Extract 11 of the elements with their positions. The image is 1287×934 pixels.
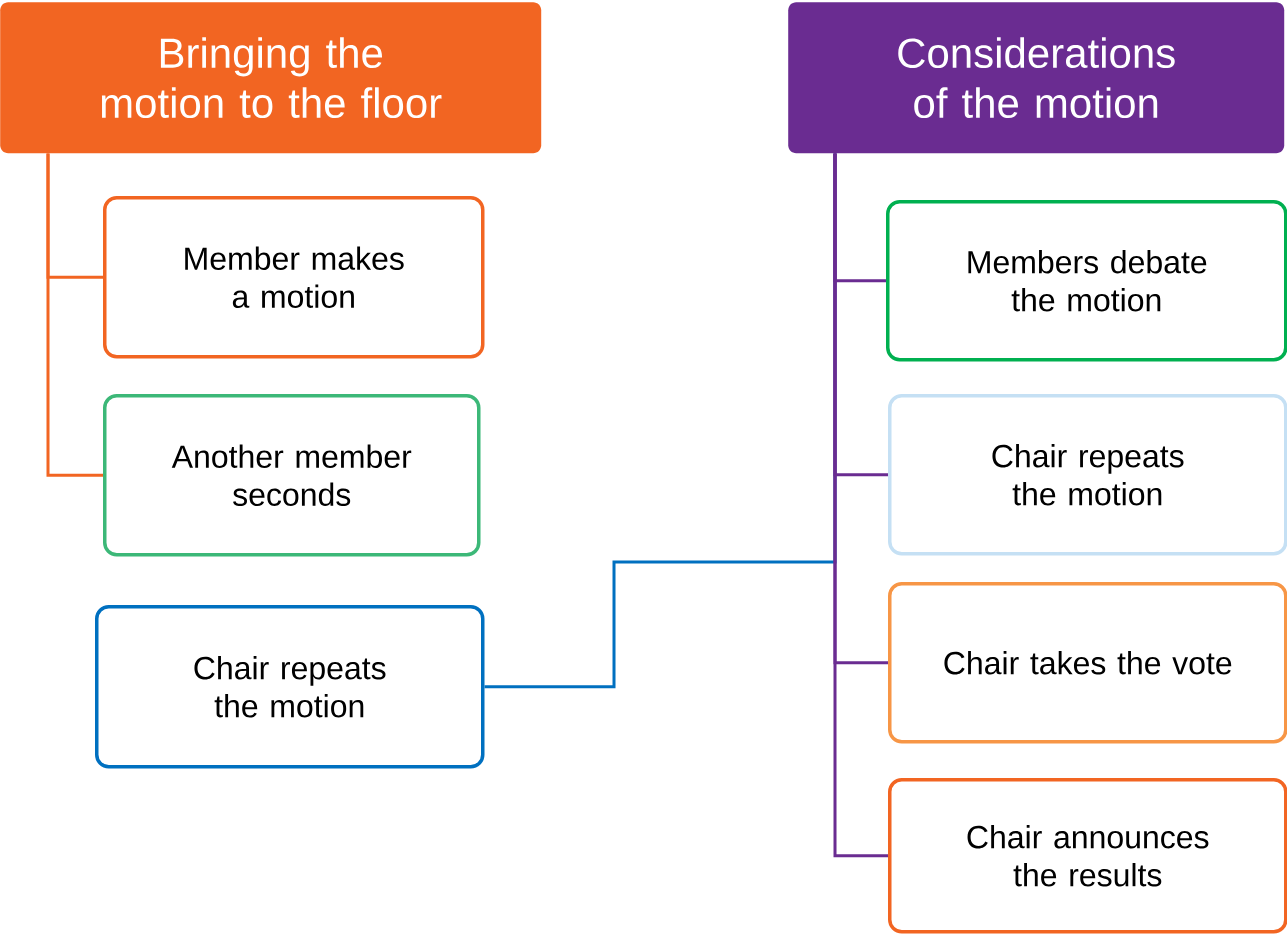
step-box: Chair repeats the motion: [95, 605, 485, 769]
connector-line: [46, 153, 103, 477]
heading-box: Considerations of the motion: [788, 2, 1285, 154]
step-box: Another member seconds: [103, 394, 481, 557]
step-box: Members debate the motion: [886, 200, 1287, 362]
step-box: Chair takes the vote: [888, 582, 1287, 744]
step-box: Chair repeats the motion: [888, 394, 1287, 556]
heading-box: Bringing the motion to the floor: [0, 2, 542, 154]
step-box: Chair announces the results: [888, 778, 1287, 934]
step-box: Member makes a motion: [103, 196, 485, 359]
connector-line: [833, 153, 888, 858]
